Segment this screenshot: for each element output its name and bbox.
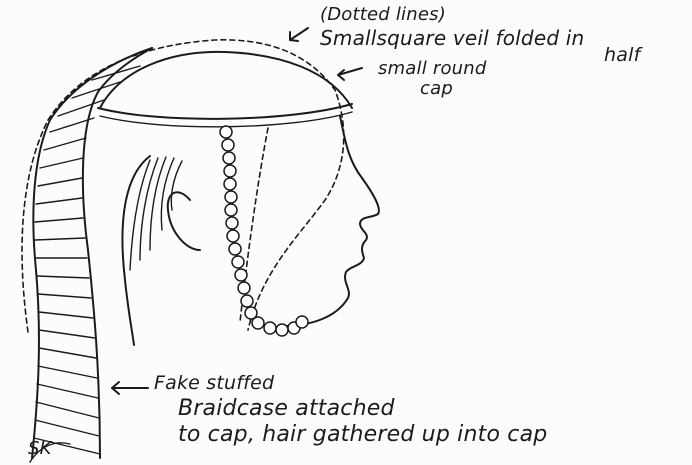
veil-description-line1: Smallsquare veil folded in	[320, 26, 584, 50]
back-of-head	[122, 156, 150, 345]
artist-signature: SK	[28, 438, 52, 459]
cap-arrow-icon	[338, 68, 362, 80]
cap-label-line1: small round	[378, 58, 487, 79]
braidcase-line2: Braidcase attached	[178, 396, 395, 421]
face-profile	[282, 116, 379, 326]
cap-dome	[100, 52, 352, 108]
ear	[168, 192, 200, 250]
hair-strands	[130, 157, 182, 270]
braidcase-arrow-icon	[112, 382, 148, 394]
cap-band	[98, 104, 352, 119]
braidcase-line1: Fake stuffed	[154, 372, 274, 394]
veil-outline	[22, 40, 344, 332]
veil-description-line2: half	[604, 44, 640, 66]
veil-note: (Dotted lines)	[320, 4, 446, 25]
veil-arrow-icon	[290, 28, 308, 41]
cap-label-line2: cap	[420, 78, 453, 99]
braidcase	[32, 48, 152, 458]
bead-string	[220, 126, 308, 336]
braidcase-line3: to cap, hair gathered up into cap	[178, 422, 547, 447]
